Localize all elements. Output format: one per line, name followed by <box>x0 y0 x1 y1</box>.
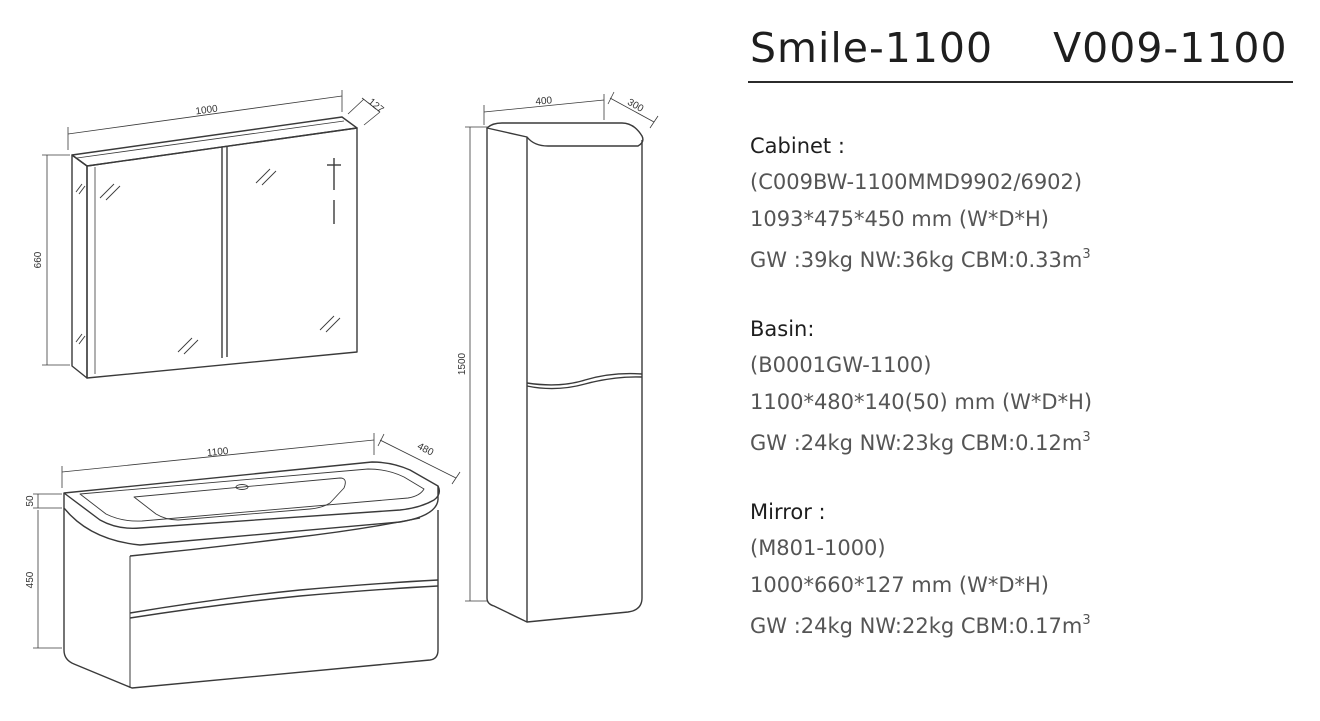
basin-weight-text: GW :24kg NW:23kg CBM:0.12m <box>750 431 1083 455</box>
cabinet-code: (C009BW-1100MMD9902/6902) <box>750 170 1083 194</box>
column-depth-label: 300 <box>625 97 645 115</box>
mirror-depth-label: 127 <box>366 97 386 116</box>
basin-spec: Basin: (B0001GW-1100) 1100*480*140(50) m… <box>750 311 1310 457</box>
model-name: Smile-1100 <box>750 24 994 72</box>
product-title: Smile-1100 V009-1100 <box>750 24 1288 72</box>
mirror-cabinet-drawing <box>71 116 358 379</box>
mirror-weight-text: GW :24kg NW:22kg CBM:0.17m <box>750 614 1083 638</box>
basin-size: 1100*480*140(50) mm (W*D*H) <box>750 389 1093 414</box>
mirror-heading: Mirror : <box>750 500 826 524</box>
basin-height-label: 50 <box>25 495 36 507</box>
cabinet-weight-text: GW :39kg NW:36kg CBM:0.33m <box>750 248 1083 272</box>
cabinet-heading: Cabinet : <box>750 134 845 158</box>
mirror-weight: GW :24kg NW:22kg CBM:0.17m3 <box>750 603 1310 640</box>
cabinet-weight: GW :39kg NW:36kg CBM:0.33m3 <box>750 237 1310 274</box>
mirror-dimension-lines <box>42 90 381 366</box>
mirror-spec: Mirror : (M801-1000) 1000*660*127 mm (W*… <box>750 494 1310 640</box>
basin-depth-label: 480 <box>415 441 435 459</box>
cabinet-spec: Cabinet : (C009BW-1100MMD9902/6902) 1093… <box>750 128 1310 274</box>
mirror-width-label: 1000 <box>195 103 219 117</box>
basin-dimension-lines <box>33 433 461 649</box>
column-dimension-lines <box>465 91 659 602</box>
basin-code: (B0001GW-1100) <box>750 353 932 377</box>
column-width-label: 400 <box>535 95 553 107</box>
product-drawing: 1000 127 660 400 300 1500 <box>25 90 659 689</box>
cabinet-size: 1093*475*450 mm (W*D*H) <box>750 206 1049 231</box>
mirror-height-label: 660 <box>33 251 44 268</box>
tall-column-drawing <box>486 122 644 623</box>
basin-weight: GW :24kg NW:23kg CBM:0.12m3 <box>750 420 1310 457</box>
cabinet-height-label: 450 <box>25 571 36 588</box>
title-divider <box>748 81 1293 83</box>
vanity-basin-drawing <box>63 461 441 689</box>
basin-width-label: 1100 <box>206 446 229 459</box>
mirror-size: 1000*660*127 mm (W*D*H) <box>750 572 1049 597</box>
basin-heading: Basin: <box>750 317 815 341</box>
cabinet-cbm-superscript: 3 <box>1082 247 1091 262</box>
column-height-label: 1500 <box>457 352 468 375</box>
model-code: V009-1100 <box>1053 24 1288 72</box>
mirror-cbm-superscript: 3 <box>1082 613 1091 628</box>
mirror-code: (M801-1000) <box>750 536 886 560</box>
basin-cbm-superscript: 3 <box>1082 430 1091 445</box>
